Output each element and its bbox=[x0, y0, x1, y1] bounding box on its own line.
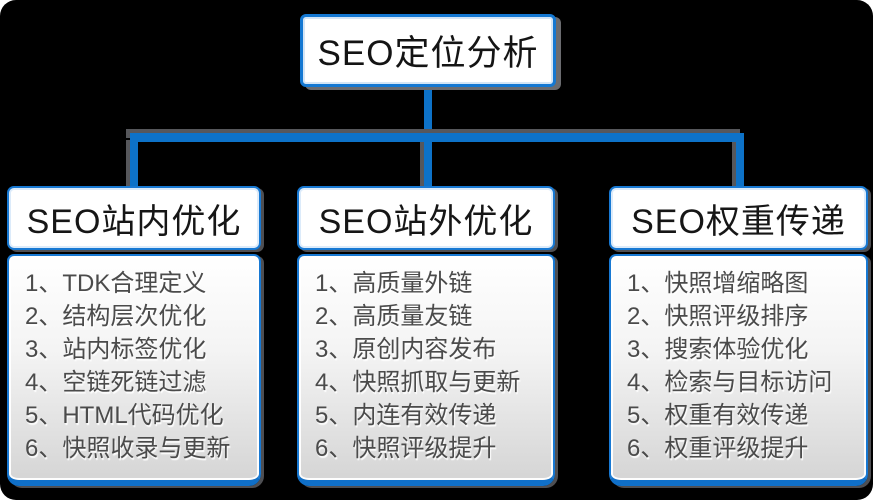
list-item: 3、原创内容发布 bbox=[315, 336, 497, 363]
connector-root-stem bbox=[424, 85, 432, 137]
column-offsite-title: SEO站外优化 bbox=[318, 202, 534, 241]
connector-horizontal bbox=[130, 133, 744, 142]
list-item: 5、权重有效传递 bbox=[627, 402, 809, 429]
list-item: 4、空链死链过滤 bbox=[25, 369, 207, 396]
list-item: 3、站内标签优化 bbox=[25, 336, 207, 363]
list-item: 6、快照收录与更新 bbox=[25, 435, 231, 462]
list-item: 2、快照评级排序 bbox=[627, 303, 809, 330]
column-onsite-optimization: SEO站内优化 1、TDK合理定义 2、结构层次优化 3、站内标签优化 4、空链… bbox=[7, 186, 261, 486]
list-item: 4、快照抓取与更新 bbox=[315, 369, 521, 396]
list-item: 5、HTML代码优化 bbox=[25, 402, 224, 429]
list-item: 2、高质量友链 bbox=[315, 303, 473, 330]
column-onsite-body: 1、TDK合理定义 2、结构层次优化 3、站内标签优化 4、空链死链过滤 5、H… bbox=[7, 254, 261, 486]
column-weight-title: SEO权重传递 bbox=[631, 202, 846, 241]
connector-drop-left bbox=[130, 140, 138, 187]
column-weight-transfer: SEO权重传递 1、快照增缩略图 2、快照评级排序 3、搜索体验优化 4、检索与… bbox=[609, 186, 868, 486]
list-item: 6、快照评级提升 bbox=[315, 435, 497, 462]
list-item: 1、高质量外链 bbox=[315, 270, 473, 297]
list-item: 6、权重评级提升 bbox=[627, 435, 809, 462]
list-item: 3、搜索体验优化 bbox=[627, 336, 809, 363]
column-weight-header: SEO权重传递 bbox=[609, 186, 868, 250]
column-offsite-body: 1、高质量外链 2、高质量友链 3、原创内容发布 4、快照抓取与更新 5、内连有… bbox=[297, 254, 555, 486]
list-item: 5、内连有效传递 bbox=[315, 402, 497, 429]
root-node-seo-positioning-analysis: SEO定位分析 bbox=[300, 14, 556, 87]
connector-drop-right bbox=[736, 140, 744, 187]
list-item: 4、检索与目标访问 bbox=[627, 369, 833, 396]
column-weight-body: 1、快照增缩略图 2、快照评级排序 3、搜索体验优化 4、检索与目标访问 5、权… bbox=[609, 254, 868, 486]
root-node-title: SEO定位分析 bbox=[317, 34, 539, 73]
list-item: 1、TDK合理定义 bbox=[25, 270, 207, 297]
connector-drop-center bbox=[424, 140, 432, 187]
column-offsite-optimization: SEO站外优化 1、高质量外链 2、高质量友链 3、原创内容发布 4、快照抓取与… bbox=[297, 186, 555, 486]
column-onsite-header: SEO站内优化 bbox=[7, 186, 261, 250]
list-item: 2、结构层次优化 bbox=[25, 303, 207, 330]
column-offsite-header: SEO站外优化 bbox=[297, 186, 555, 250]
column-onsite-title: SEO站内优化 bbox=[26, 202, 242, 241]
list-item: 1、快照增缩略图 bbox=[627, 270, 809, 297]
